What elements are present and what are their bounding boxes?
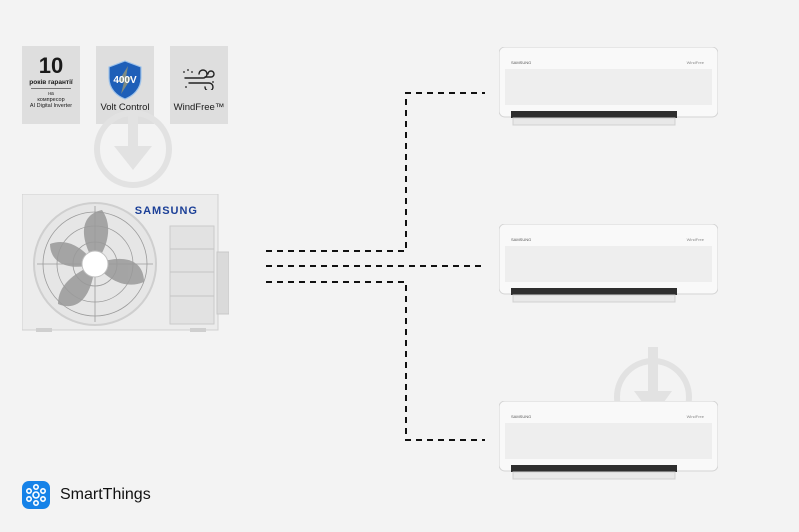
outdoor-brand: SAMSUNG [135,205,198,217]
indoor-unit: SAMSUNG WindFree [499,47,718,126]
warranty-years: 10 [38,53,64,78]
volt-shield-text: 400V [113,75,137,86]
indoor-unit: SAMSUNG WindFree [499,401,718,480]
smartthings-icon [22,481,50,509]
warranty-line1: років гарантії [29,79,73,86]
warranty-line2: на [48,91,54,97]
warranty-line4: AI Digital Inverter [29,103,73,109]
indoor-brand: SAMSUNG [511,414,531,419]
download-arrow-icon [94,110,172,188]
warranty-line3: компресор [37,97,65,103]
volt-control-label: Volt Control [100,102,150,113]
indoor-unit: SAMSUNG WindFree [499,224,718,303]
warranty-badge: 10 років гарантії на компресор AI Digita… [22,46,80,124]
outdoor-unit: SAMSUNG [22,194,229,332]
warranty-divider [31,88,71,89]
wind-icon [183,69,215,90]
windfree-label: WindFree™ [173,102,225,113]
indoor-model: WindFree [687,60,705,65]
indoor-brand: SAMSUNG [511,237,531,242]
volt-control-badge: 400V Volt Control [96,46,154,124]
shield-icon: 400V [108,60,142,100]
indoor-model: WindFree [687,237,705,242]
indoor-brand: SAMSUNG [511,60,531,65]
indoor-model: WindFree [687,414,705,419]
smartthings-label: SmartThings [60,486,151,503]
windfree-badge: WindFree™ [170,46,228,124]
